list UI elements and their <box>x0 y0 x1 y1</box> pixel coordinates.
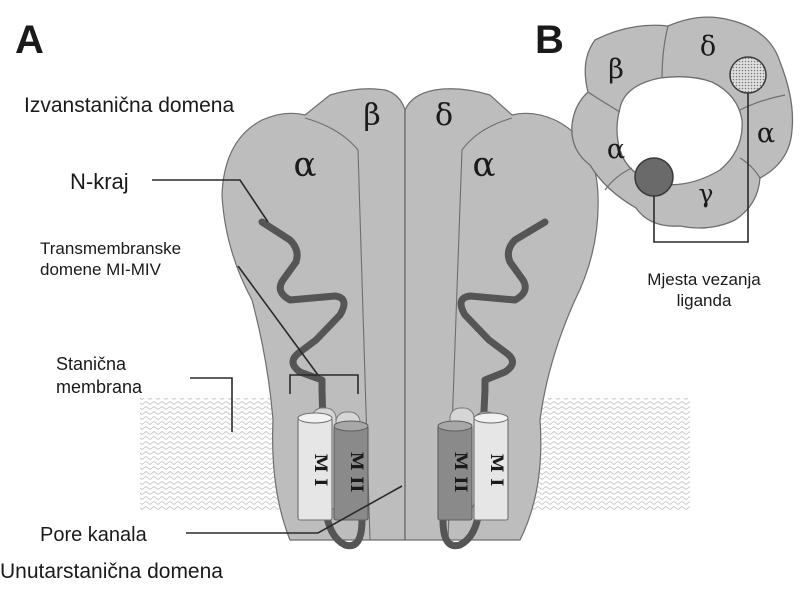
alpha-left-label: α <box>294 145 317 185</box>
pore-label: Pore kanala <box>40 524 148 546</box>
delta-label: δ <box>435 98 453 133</box>
membrane-label-line2: membrana <box>56 377 143 397</box>
binding-site-alpha-delta <box>730 57 766 93</box>
ring-gamma-label: γ <box>699 179 714 208</box>
transmembrane-label-line1: Transmembranske <box>40 239 181 258</box>
membrane-label-line1: Stanična <box>56 354 127 374</box>
n-terminal-label: N-kraj <box>70 169 129 194</box>
beta-label: β <box>363 98 380 133</box>
intracellular-domain-label: Unutarstanična domena <box>0 560 223 583</box>
binding-sites-label-line1: Mjesta vezanja <box>647 270 761 289</box>
binding-site-alpha-gamma <box>635 158 673 196</box>
ring-alpha-right-label: α <box>757 118 775 149</box>
helix-m2-right-label: M II <box>450 452 470 493</box>
panel-a-letter: A <box>15 18 44 62</box>
transmembrane-label-line2: domene MI-MIV <box>40 260 162 279</box>
alpha-right-label: α <box>473 145 496 185</box>
ring-delta-label: δ <box>700 31 716 62</box>
helix-m1-left-label: M I <box>310 454 330 487</box>
helix-m2-left-label: M II <box>346 452 366 493</box>
helix-m1-right-label: M I <box>486 454 506 487</box>
ring-alpha-left-label: α <box>607 134 625 165</box>
ring-beta-label: β <box>608 54 624 85</box>
extracellular-domain-label: Izvanstanična domena <box>24 94 234 117</box>
panel-b-letter: B <box>535 18 564 62</box>
binding-sites-label-line2: liganda <box>677 291 732 310</box>
